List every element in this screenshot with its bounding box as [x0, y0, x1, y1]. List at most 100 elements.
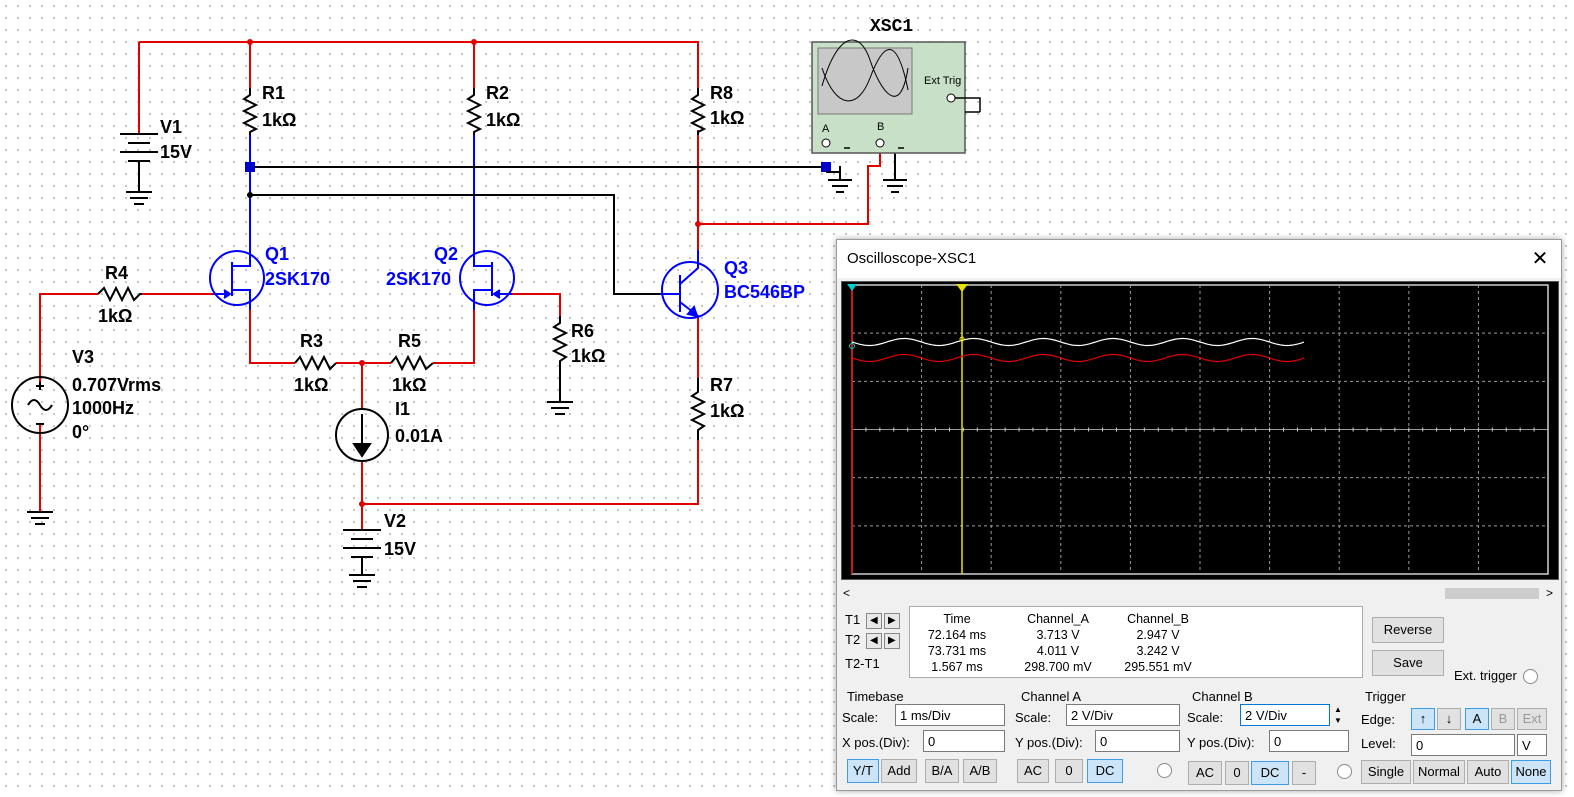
- t2-label: T2: [845, 632, 861, 647]
- trigger-level-field[interactable]: 0: [1411, 734, 1515, 756]
- resistor-r2[interactable]: [465, 88, 483, 135]
- timebase-scale-field[interactable]: 1 ms/Div: [895, 704, 1005, 726]
- trigger-single-button[interactable]: Single: [1361, 760, 1411, 784]
- t1-label: T1: [845, 612, 861, 627]
- channel-a-radio[interactable]: [1157, 763, 1172, 778]
- close-icon[interactable]: ✕: [1531, 248, 1549, 270]
- label-q2-name: Q2: [434, 244, 458, 264]
- x-pos-label: X pos.(Div):: [842, 735, 910, 750]
- resistor-r8[interactable]: [689, 88, 707, 135]
- channel-a-ypos-field[interactable]: 0: [1095, 730, 1180, 752]
- scope-display[interactable]: [841, 281, 1559, 580]
- table-header: Time: [943, 612, 971, 626]
- reverse-button[interactable]: Reverse: [1372, 617, 1444, 643]
- window-title: Oscilloscope-XSC1: [847, 250, 977, 267]
- resistor-r4[interactable]: [97, 285, 142, 303]
- channel-b-ypos-field[interactable]: 0: [1269, 730, 1349, 752]
- trigger-level-unit[interactable]: V: [1517, 734, 1547, 756]
- edge-rising-button[interactable]: ↑: [1411, 708, 1435, 730]
- oscilloscope-window[interactable]: Oscilloscope-XSC1 ✕ < > T1 ◀▶ T2 ◀▶ T2: [836, 239, 1562, 791]
- ground-icon: [126, 191, 152, 205]
- table-header: Channel_B: [1127, 612, 1189, 626]
- t1-left-button[interactable]: ◀: [865, 612, 882, 629]
- table-cell: 295.551 mV: [1124, 660, 1192, 674]
- t1-right-button[interactable]: ▶: [883, 612, 900, 629]
- horizontal-scrollbar[interactable]: < >: [841, 586, 1557, 602]
- edge-falling-button[interactable]: ↓: [1437, 708, 1461, 730]
- label-r5-name: R5: [398, 331, 421, 351]
- table-cell: 2.947 V: [1136, 628, 1180, 642]
- oscilloscope-instrument-xsc1[interactable]: XSC1 Ext Trig A B: [811, 17, 981, 154]
- ac-source-v3[interactable]: [11, 376, 69, 434]
- window-titlebar[interactable]: Oscilloscope-XSC1 ✕: [837, 240, 1561, 278]
- mode-yt-button[interactable]: Y/T: [847, 759, 879, 783]
- resistor-r3[interactable]: [294, 354, 337, 372]
- wire-scope-b[interactable]: [697, 130, 881, 250]
- current-source-i1[interactable]: [335, 408, 389, 462]
- scroll-left-icon[interactable]: <: [843, 586, 851, 600]
- label-r4-name: R4: [105, 263, 128, 283]
- ground-icon: [826, 166, 852, 193]
- t2-left-button[interactable]: ◀: [865, 632, 882, 649]
- trigger-auto-button[interactable]: Auto: [1467, 760, 1509, 784]
- label-r3-name: R3: [300, 331, 323, 351]
- wire-source-link[interactable]: [249, 310, 475, 364]
- ext-trigger-radio[interactable]: [1523, 669, 1538, 684]
- save-button[interactable]: Save: [1372, 650, 1444, 676]
- channel-a-ac-button[interactable]: AC: [1017, 759, 1049, 783]
- timebase-scale-label: Scale:: [842, 710, 879, 725]
- label-xsc1: XSC1: [870, 17, 913, 37]
- mode-ba-button[interactable]: B/A: [925, 759, 959, 783]
- channel-b-invert-button[interactable]: -: [1292, 761, 1316, 785]
- scroll-thumb[interactable]: [1445, 588, 1539, 599]
- label-v1-name: V1: [160, 117, 182, 137]
- scope-grid: [851, 284, 1549, 575]
- trigger-source-a-button[interactable]: A: [1465, 708, 1489, 730]
- wire-q3-base[interactable]: [250, 194, 660, 295]
- battery-v1[interactable]: [120, 133, 158, 165]
- scroll-right-icon[interactable]: >: [1545, 586, 1553, 600]
- table-header: Channel_A: [1027, 612, 1089, 626]
- trigger-source-b-button[interactable]: B: [1491, 708, 1515, 730]
- resistor-r5[interactable]: [390, 354, 434, 372]
- t2-right-button[interactable]: ▶: [883, 632, 900, 649]
- ground-icon: [27, 511, 53, 525]
- jfet-q1[interactable]: [209, 250, 265, 310]
- cursor-1-marker[interactable]: [847, 284, 857, 291]
- channel-b-ac-button[interactable]: AC: [1188, 761, 1222, 785]
- channel-b-radio[interactable]: [1337, 764, 1352, 779]
- channel-b-zero-button[interactable]: 0: [1225, 761, 1249, 785]
- label-scope-b: B: [877, 121, 884, 133]
- channel-a-scale-field[interactable]: 2 V/Div: [1066, 704, 1180, 726]
- channel-b-scale-spinner[interactable]: ▲▼: [1334, 705, 1342, 725]
- mode-add-button[interactable]: Add: [881, 759, 917, 783]
- x-pos-field[interactable]: 0: [923, 730, 1005, 752]
- resistor-r1[interactable]: [241, 88, 259, 135]
- resistor-r6[interactable]: [551, 316, 569, 378]
- trigger-none-button[interactable]: None: [1511, 760, 1551, 784]
- trigger-source-ext-button[interactable]: Ext: [1517, 708, 1547, 730]
- wire-input[interactable]: [39, 293, 98, 512]
- channel-b-scale-field[interactable]: 2 V/Div: [1240, 704, 1330, 726]
- label-v3-name: V3: [72, 347, 94, 367]
- bjt-q3[interactable]: [660, 250, 719, 319]
- jfet-q2[interactable]: [459, 250, 515, 310]
- wire-vcc-rail[interactable]: [138, 41, 699, 134]
- cursor-2-marker[interactable]: [956, 284, 968, 292]
- label-r8-name: R8: [710, 83, 733, 103]
- trigger-normal-button[interactable]: Normal: [1413, 760, 1465, 784]
- resistor-r7[interactable]: [689, 378, 707, 440]
- table-cell: 298.700 mV: [1024, 660, 1092, 674]
- table-cell: 3.242 V: [1136, 644, 1180, 658]
- label-ext-trig: Ext Trig: [924, 75, 961, 87]
- probe-marker-1: [245, 162, 255, 172]
- channel-a-zero-button[interactable]: 0: [1055, 759, 1083, 783]
- label-r6-name: R6: [571, 321, 594, 341]
- mode-ab-button[interactable]: A/B: [963, 759, 997, 783]
- wire-q2-gate[interactable]: [512, 293, 561, 316]
- channel-b-dc-button[interactable]: DC: [1251, 761, 1289, 785]
- channel-a-dc-button[interactable]: DC: [1087, 759, 1123, 783]
- battery-v2[interactable]: [343, 529, 381, 575]
- wire-i1[interactable]: [361, 363, 699, 505]
